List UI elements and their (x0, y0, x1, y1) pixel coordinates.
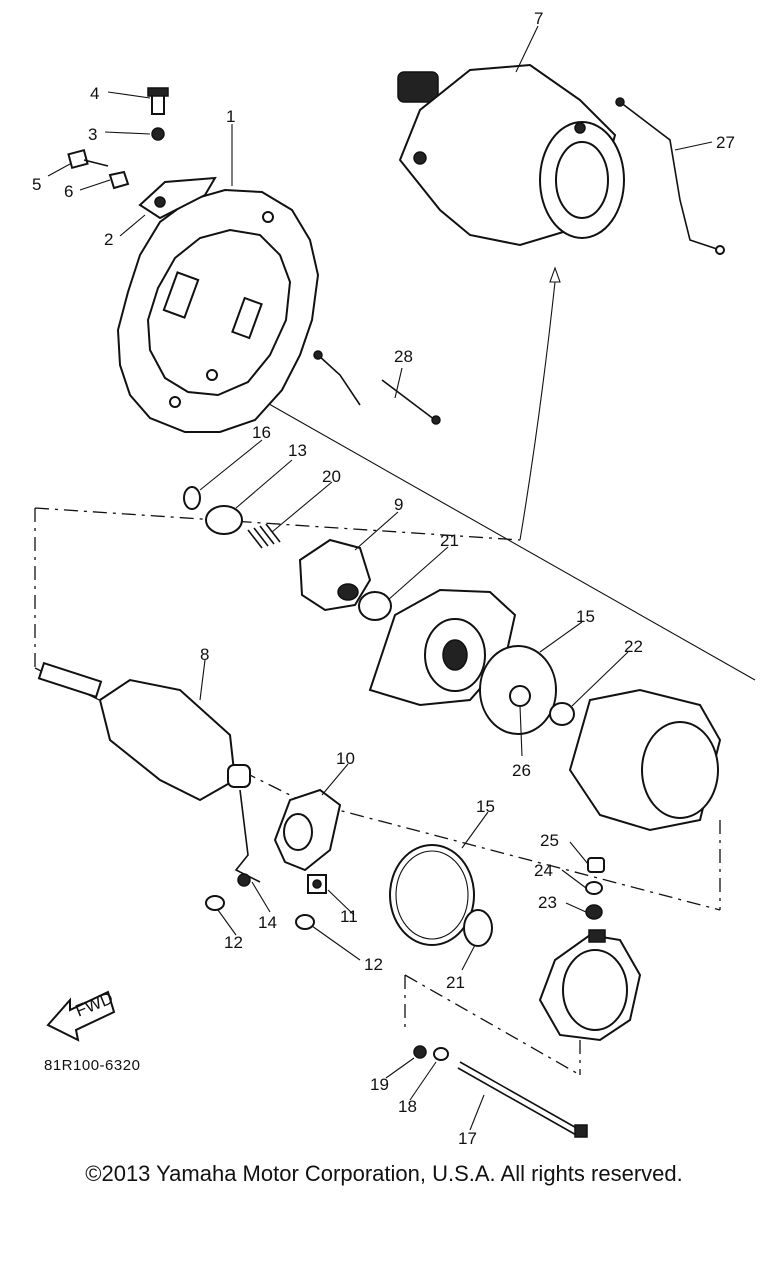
callout-25: 25 (540, 831, 559, 850)
callout-10: 10 (336, 749, 355, 768)
callout-27: 27 (716, 133, 735, 152)
copyright-notice: ©2013 Yamaha Motor Corporation, U.S.A. A… (85, 1161, 683, 1186)
callout-1: 1 (226, 107, 235, 126)
armature (37, 661, 251, 802)
sprocket-gear (116, 188, 320, 433)
callout-12-left: 12 (224, 933, 243, 952)
callout-22: 22 (624, 637, 643, 656)
callout-26: 26 (512, 761, 531, 780)
bracket-assembly (67, 87, 217, 220)
callout-11: 11 (340, 907, 358, 926)
callout-3: 3 (88, 125, 97, 144)
yoke-housing (568, 688, 722, 832)
callout-7: 7 (534, 9, 543, 28)
callout-13: 13 (288, 441, 307, 460)
callout-23: 23 (538, 893, 557, 912)
callout-14: 14 (258, 913, 277, 932)
exploded-parts-diagram: FWD 1 2 3 (32, 9, 756, 1148)
callout-5: 5 (32, 175, 41, 194)
callout-6: 6 (64, 182, 73, 201)
through-bolt-set (413, 1045, 588, 1138)
brush-plate-assembly (205, 788, 342, 930)
callout-16: 16 (252, 423, 271, 442)
callout-15-upper: 15 (576, 607, 595, 626)
front-cover-and-seals (358, 588, 575, 735)
callout-21-upper: 21 (440, 531, 459, 550)
callout-28: 28 (394, 347, 413, 366)
ground-lead (313, 350, 441, 425)
leader-lines (47, 25, 713, 1131)
fwd-arrow: FWD (46, 988, 116, 1042)
callout-24: 24 (534, 861, 553, 880)
callout-4: 4 (90, 84, 99, 103)
callout-18: 18 (398, 1097, 417, 1116)
starter-motor (397, 63, 625, 247)
callout-2: 2 (104, 230, 113, 249)
callout-9: 9 (394, 495, 403, 514)
callout-17: 17 (458, 1129, 477, 1148)
callout-20: 20 (322, 467, 341, 486)
callout-19: 19 (370, 1075, 389, 1094)
rear-cover-and-seals (389, 844, 642, 1042)
diagram-code: 81R100-6320 (44, 1057, 141, 1074)
callout-15-lower: 15 (476, 797, 495, 816)
starter-clutch-parts (183, 486, 372, 612)
callout-8: 8 (200, 645, 209, 664)
callout-numbers: 1 2 3 4 5 6 7 8 9 10 11 12 12 13 14 15 1… (32, 9, 735, 1148)
starter-lead-wire (615, 97, 725, 255)
callout-12-right: 12 (364, 955, 383, 974)
callout-21-lower: 21 (446, 973, 465, 992)
